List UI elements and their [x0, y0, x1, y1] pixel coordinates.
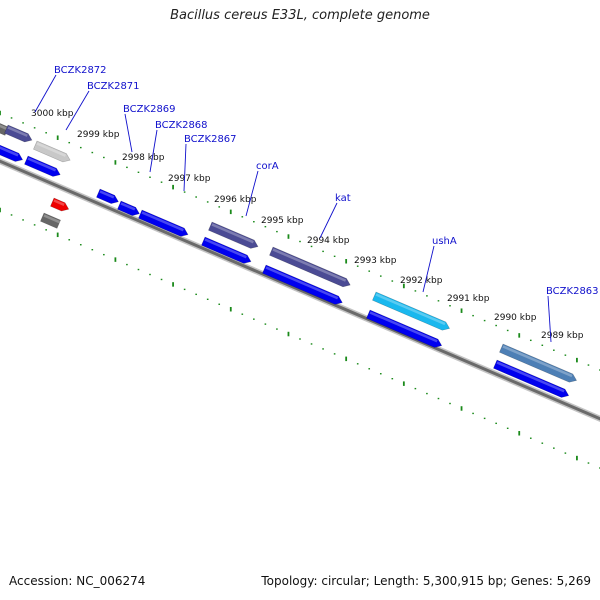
kbp-label: 2990 kbp [494, 313, 537, 323]
genome-summary: Topology: circular; Length: 5,300,915 bp… [261, 574, 591, 588]
gene-arrow-highlight [496, 361, 565, 393]
gene-name-link[interactable]: BCZK2868 [155, 120, 208, 131]
gene-name-link[interactable]: BCZK2871 [87, 81, 140, 92]
gene-arrow[interactable] [117, 200, 141, 218]
kbp-label: 2999 kbp [77, 130, 120, 140]
gene-arrow-highlight [0, 144, 19, 157]
gene-arrow-highlight [99, 190, 115, 199]
kbp-label: 2992 kbp [400, 276, 443, 286]
kbp-label: 2995 kbp [261, 216, 304, 226]
gene-arrow[interactable] [201, 236, 252, 266]
gene-name-link[interactable]: BCZK2863 [546, 286, 599, 297]
gene-arrow[interactable] [208, 221, 259, 251]
gene-name-link[interactable]: ushA [432, 236, 457, 247]
gene-arrow-highlight [502, 345, 573, 378]
gene-arrow[interactable] [4, 124, 33, 144]
gene-arrow[interactable] [40, 212, 61, 229]
gene-leader-line [183, 143, 187, 192]
gene-arrow-highlight [36, 142, 67, 157]
gene-arrow-highlight [211, 223, 254, 244]
gene-arrow[interactable] [0, 142, 24, 164]
gene-arrow-highlight [369, 311, 438, 343]
kbp-label: 3000 kbp [31, 109, 74, 119]
kbp-label: 2989 kbp [541, 331, 584, 341]
map-title: Bacillus cereus E33L, complete genome [170, 8, 430, 23]
accession-text: Accession: NC_006274 [9, 574, 146, 588]
gene-arrow[interactable] [493, 359, 570, 400]
gene-arrow[interactable] [372, 291, 451, 333]
gene-leader-line [65, 90, 90, 131]
gene-arrow-highlight [375, 293, 446, 326]
gene-arrow[interactable] [24, 155, 62, 179]
gene-leader-line [34, 74, 57, 113]
gene-arrow[interactable] [366, 309, 443, 350]
gene-name-link[interactable]: corA [256, 161, 279, 172]
gene-arrow[interactable] [262, 264, 344, 307]
gene-leader-line [124, 113, 133, 153]
backbone-line [0, 159, 600, 421]
kbp-label: 2997 kbp [168, 174, 211, 184]
gene-leader-line [149, 129, 158, 173]
gene-arrow[interactable] [499, 343, 578, 385]
gene-leader-line [422, 245, 435, 293]
gene-leader-line [547, 295, 552, 343]
gene-arrow[interactable] [269, 246, 352, 289]
gene-name-link[interactable]: BCZK2867 [184, 134, 237, 145]
gene-arrow-highlight [265, 266, 339, 300]
inner-tick-ring [0, 207, 600, 469]
gene-name-link[interactable]: BCZK2872 [54, 65, 107, 76]
gene-arrow-highlight [204, 238, 247, 259]
gene-arrow[interactable] [96, 188, 120, 206]
gene-track [0, 119, 578, 400]
kbp-label: 2993 kbp [354, 256, 397, 266]
gene-name-link[interactable]: kat [335, 193, 351, 204]
gene-arrow[interactable] [138, 209, 189, 239]
gene-arrow-highlight [0, 121, 9, 131]
gene-arrow-highlight [43, 214, 61, 224]
gene-leader-line [245, 170, 259, 217]
kbp-scale: 3000 kbp 2999 kbp 2998 kbp 2997 kbp 2996 kbp… [31, 109, 584, 341]
gene-arrow[interactable] [50, 197, 70, 213]
gene-arrow-highlight [120, 202, 136, 211]
kbp-label: 2996 kbp [214, 195, 257, 205]
gene-leader-line [319, 202, 338, 239]
kbp-label: 2991 kbp [447, 294, 490, 304]
gene-arrow[interactable] [33, 140, 71, 164]
gene-name-link[interactable]: BCZK2869 [123, 104, 176, 115]
gene-arrow-highlight [53, 199, 65, 206]
gene-arrow-highlight [272, 248, 347, 282]
gene-labels: BCZK2872BCZK2871BCZK2869BCZK2868BCZK2867… [34, 65, 599, 343]
kbp-label: 2998 kbp [122, 153, 165, 163]
outer-tick-ring [0, 110, 600, 371]
gene-arrow-highlight [27, 157, 57, 172]
gene-arrow-highlight [141, 211, 184, 232]
kbp-label: 2994 kbp [307, 236, 350, 246]
gene-arrow-highlight [7, 126, 28, 137]
